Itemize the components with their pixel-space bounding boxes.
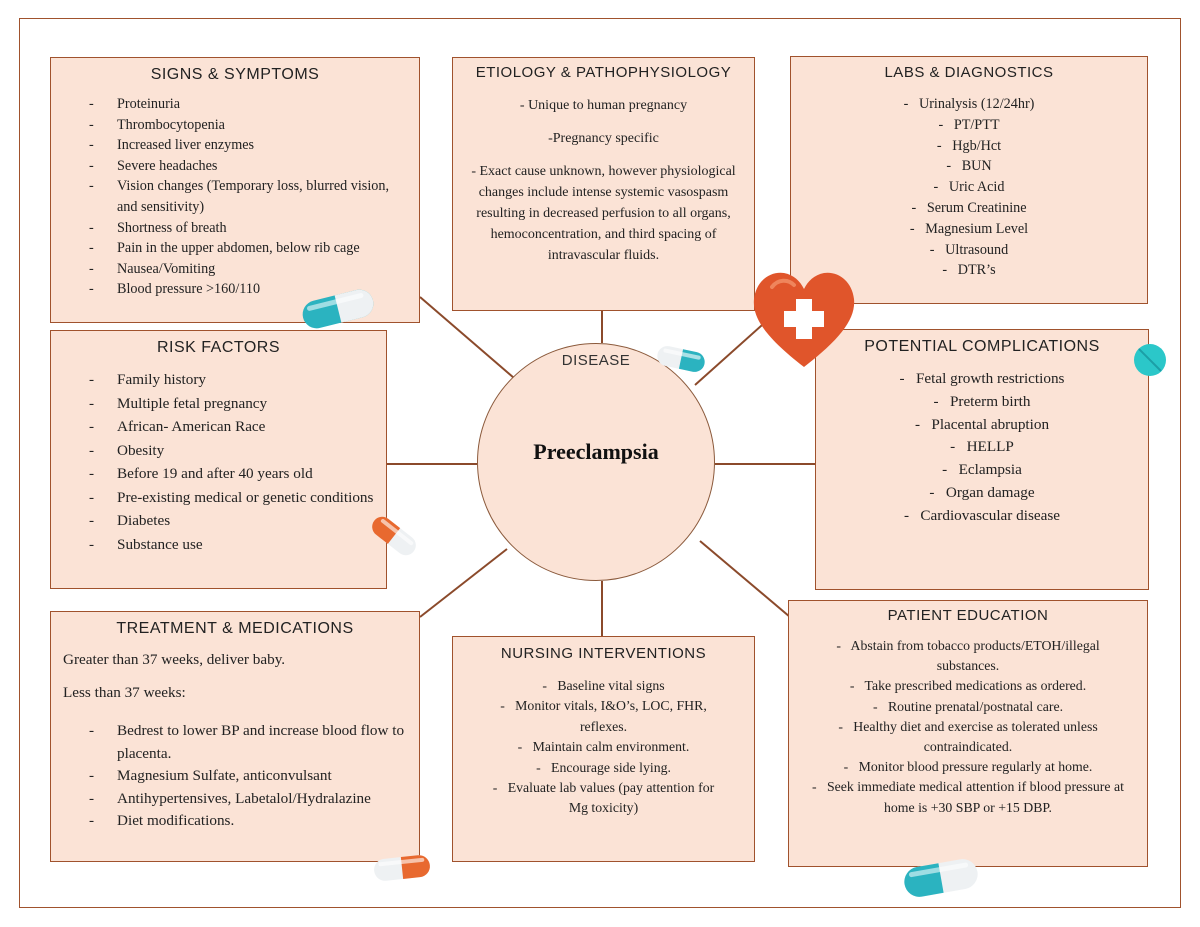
signs-symptoms-list: Proteinuria Thrombocytopenia Increased l… [89, 94, 409, 300]
etiology-text: - Unique to human pregnancy -Pregnancy s… [453, 95, 754, 266]
risk-factors-list: Family history Multiple fetal pregnancy … [89, 368, 376, 557]
list-item: Vision changes (Temporary loss, blurred … [89, 176, 409, 217]
list-item: Antihypertensives, Labetalol/Hydralazine [89, 788, 409, 811]
risk-factors-title: RISK FACTORS [156, 339, 281, 356]
connector-education [699, 540, 791, 618]
list-item: Bedrest to lower BP and increase blood f… [89, 720, 409, 765]
list-item: Blood pressure >160/110 [89, 279, 409, 300]
etiology-box: ETIOLOGY & PATHOPHYSIOLOGY - Unique to h… [452, 57, 755, 311]
pill-icon [657, 346, 705, 372]
list-item: Cardiovascular disease [816, 505, 1148, 528]
disease-name: Preeclampsia [533, 439, 659, 464]
list-item: Monitor blood pressure regularly at home… [797, 757, 1139, 777]
education-title: PATIENT EDUCATION [887, 607, 1049, 624]
treatment-list: Bedrest to lower BP and increase blood f… [89, 720, 409, 833]
page-frame [19, 18, 1181, 908]
list-item: Urinalysis (12/24hr) [791, 94, 1147, 115]
list-item: Monitor vitals, I&O’s, LOC, FHR, reflexe… [463, 696, 744, 737]
nursing-box: NURSING INTERVENTIONS Baseline vital sig… [452, 636, 755, 862]
list-item: BUN [791, 156, 1147, 177]
list-item: Family history [89, 368, 376, 392]
list-item: Proteinuria [89, 94, 409, 115]
treatment-text: Greater than 37 weeks, deliver baby. Les… [51, 648, 419, 704]
list-item: Diet modifications. [89, 810, 409, 833]
education-box: PATIENT EDUCATION Abstain from tobacco p… [788, 600, 1148, 867]
complications-box: POTENTIAL COMPLICATIONS Fetal growth res… [815, 329, 1149, 590]
list-item: Ultrasound [791, 240, 1147, 261]
disease-circle: DISEASE Preeclampsia [477, 343, 715, 581]
list-item: Take prescribed medications as ordered. [797, 676, 1139, 696]
list-item: Healthy diet and exercise as tolerated u… [797, 717, 1139, 757]
treatment-line: Less than 37 weeks: [63, 684, 186, 701]
list-item: Substance use [89, 533, 376, 557]
list-item: Before 19 and after 40 years old [89, 462, 376, 486]
tablet-icon [1134, 344, 1166, 376]
list-item: Uric Acid [791, 177, 1147, 198]
complications-list: Fetal growth restrictions Preterm birth … [816, 368, 1148, 528]
pill-icon [302, 289, 374, 329]
list-item: Fetal growth restrictions [816, 368, 1148, 391]
list-item: Thrombocytopenia [89, 115, 409, 136]
etiology-paragraph: -Pregnancy specific [548, 131, 659, 146]
list-item: Abstain from tobacco products/ETOH/illeg… [797, 636, 1139, 676]
list-item: Eclampsia [816, 459, 1148, 482]
list-item: Magnesium Level [791, 219, 1147, 240]
list-item: DTR’s [791, 260, 1147, 281]
list-item: Seek immediate medical attention if bloo… [797, 777, 1139, 817]
list-item: Pre-existing medical or genetic conditio… [89, 486, 376, 510]
list-item: Encourage side lying. [463, 758, 744, 778]
treatment-box: TREATMENT & MEDICATIONS Greater than 37 … [50, 611, 420, 862]
list-item: Routine prenatal/postnatal care. [797, 697, 1139, 717]
list-item: Maintain calm environment. [463, 737, 744, 757]
complications-title: POTENTIAL COMPLICATIONS [864, 338, 1100, 355]
etiology-paragraph: - Exact cause unknown, however physiolog… [471, 164, 736, 263]
signs-symptoms-title: SIGNS & SYMPTOMS [150, 66, 320, 83]
list-item: HELLP [816, 436, 1148, 459]
labs-box: LABS & DIAGNOSTICS Urinalysis (12/24hr) … [790, 56, 1148, 304]
education-list: Abstain from tobacco products/ETOH/illeg… [797, 636, 1139, 818]
list-item: African- American Race [89, 415, 376, 439]
list-item: Nausea/Vomiting [89, 259, 409, 280]
labs-title: LABS & DIAGNOSTICS [884, 64, 1054, 81]
signs-symptoms-box: SIGNS & SYMPTOMS Proteinuria Thrombocyto… [50, 57, 420, 323]
list-item: Magnesium Sulfate, anticonvulsant [89, 765, 409, 788]
pill-icon [372, 516, 416, 556]
heart-plus-icon [753, 272, 855, 367]
nursing-title: NURSING INTERVENTIONS [500, 645, 707, 662]
list-item: Organ damage [816, 482, 1148, 505]
list-item: Baseline vital signs [463, 676, 744, 696]
list-item: Pain in the upper abdomen, below rib cag… [89, 238, 409, 259]
etiology-title: ETIOLOGY & PATHOPHYSIOLOGY [475, 64, 732, 81]
pill-icon [374, 855, 430, 881]
list-item: Increased liver enzymes [89, 135, 409, 156]
list-item: Multiple fetal pregnancy [89, 392, 376, 416]
list-item: Evaluate lab values (pay attention for M… [463, 778, 744, 819]
list-item: PT/PTT [791, 115, 1147, 136]
labs-list: Urinalysis (12/24hr) PT/PTT Hgb/Hct BUN … [791, 94, 1147, 281]
connector-treatment [419, 548, 508, 618]
connector-signs [419, 296, 515, 379]
list-item: Severe headaches [89, 156, 409, 177]
list-item: Placental abruption [816, 414, 1148, 437]
disease-label: DISEASE [561, 352, 631, 369]
nursing-list: Baseline vital signs Monitor vitals, I&O… [463, 676, 744, 819]
list-item: Preterm birth [816, 391, 1148, 414]
list-item: Shortness of breath [89, 218, 409, 239]
etiology-paragraph: - Unique to human pregnancy [519, 98, 688, 113]
risk-factors-box: RISK FACTORS Family history Multiple fet… [50, 330, 387, 589]
list-item: Diabetes [89, 509, 376, 533]
treatment-line: Greater than 37 weeks, deliver baby. [63, 651, 286, 668]
list-item: Serum Creatinine [791, 198, 1147, 219]
pill-icon [904, 859, 978, 897]
list-item: Obesity [89, 439, 376, 463]
list-item: Hgb/Hct [791, 136, 1147, 157]
treatment-title: TREATMENT & MEDICATIONS [116, 620, 354, 637]
